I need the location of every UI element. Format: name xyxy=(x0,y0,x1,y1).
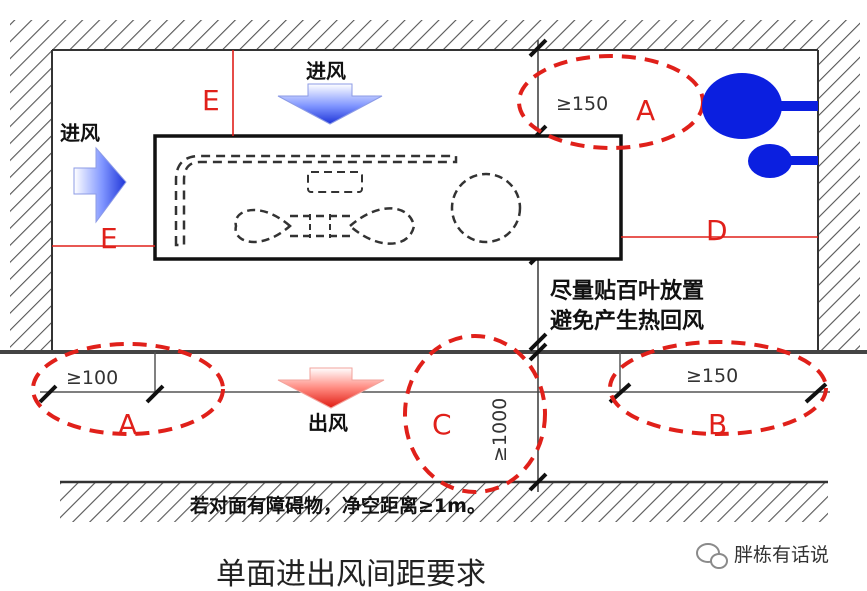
marker-a-bottom: A xyxy=(118,408,137,441)
dim-bottom-left: ≥100 xyxy=(66,367,118,389)
obstacle-note: 若对面有障碍物，净空距离≥1m。 xyxy=(190,494,486,517)
ellipse-a-bottom xyxy=(31,342,225,436)
wall-top xyxy=(10,20,860,50)
ellipse-b xyxy=(608,340,828,436)
control-box xyxy=(307,171,363,193)
walls xyxy=(10,20,860,522)
note-line-1: 尽量贴百叶放置 xyxy=(550,278,704,304)
air-in-top-arrow xyxy=(277,83,383,125)
air-out-label: 出风 xyxy=(308,411,348,435)
red-lines xyxy=(52,50,818,247)
marker-d: D xyxy=(706,214,728,247)
wechat-icon xyxy=(696,543,728,569)
fan-impeller xyxy=(234,207,416,245)
watermark-text: 胖栋有话说 xyxy=(734,544,829,566)
wall-bottom-obstacle xyxy=(60,482,828,522)
indoor-unit xyxy=(153,134,623,261)
wall-right xyxy=(818,20,860,350)
marker-e-top: E xyxy=(202,84,220,117)
air-out-arrow xyxy=(277,367,385,409)
marker-b: B xyxy=(708,408,727,441)
coil-outline xyxy=(174,154,458,247)
ellipse-a-top xyxy=(517,54,705,150)
fan-blue-symbols xyxy=(702,73,818,178)
dim-vertical: ≥1000 xyxy=(489,398,511,462)
ellipse-c xyxy=(403,334,547,494)
diagram-title: 单面进出风间距要求 xyxy=(216,557,486,591)
note-line-2: 避免产生热回风 xyxy=(550,308,704,334)
dim-top-right: ≥150 xyxy=(556,93,608,115)
marker-a-top: A xyxy=(636,94,655,127)
dim-bottom-right: ≥150 xyxy=(686,365,738,387)
marker-e-left: E xyxy=(100,222,118,255)
watermark: 胖栋有话说 xyxy=(696,543,829,569)
tick-marks xyxy=(38,38,828,492)
wall-left xyxy=(10,20,52,350)
marker-c: C xyxy=(432,408,452,441)
motor-circle xyxy=(450,172,522,244)
air-in-left-arrow xyxy=(73,146,127,224)
air-in-top-label: 进风 xyxy=(306,59,346,83)
air-in-left-label: 进风 xyxy=(60,121,100,145)
